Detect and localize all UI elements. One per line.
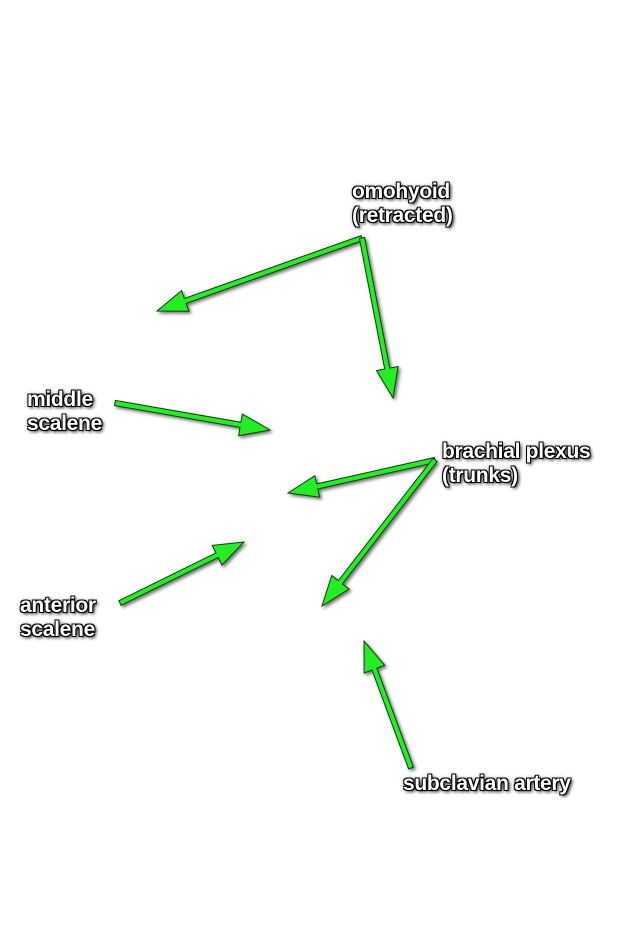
arrow-omohyoid-to-left	[155, 234, 364, 312]
label-anterior-scalene: anterior scalene	[20, 594, 96, 642]
arrow-subclavian-artery	[363, 639, 415, 770]
label-line: subclavian artery	[403, 772, 571, 795]
label-subclavian-artery: subclavian artery	[403, 772, 571, 796]
label-line: omohyoid	[352, 180, 450, 203]
label-line: brachial plexus	[442, 440, 591, 463]
label-line: middle	[27, 388, 93, 411]
arrow-brachial-plexus-lower	[321, 457, 438, 608]
label-middle-scalene: middle scalene	[27, 388, 102, 436]
label-line: scalene	[20, 618, 95, 641]
label-omohyoid-retracted: omohyoid (retracted)	[352, 180, 453, 228]
label-brachial-plexus-trunks: brachial plexus (trunks)	[442, 440, 591, 488]
arrow-brachial-plexus-upper	[286, 456, 437, 498]
label-line: (trunks)	[442, 464, 518, 487]
arrow-middle-scalene	[114, 399, 272, 437]
arrow-anterior-scalene	[118, 541, 246, 606]
arrow-omohyoid-to-down	[358, 236, 399, 400]
label-line: (retracted)	[352, 204, 453, 227]
label-line: scalene	[27, 412, 102, 435]
label-line: anterior	[20, 594, 96, 617]
